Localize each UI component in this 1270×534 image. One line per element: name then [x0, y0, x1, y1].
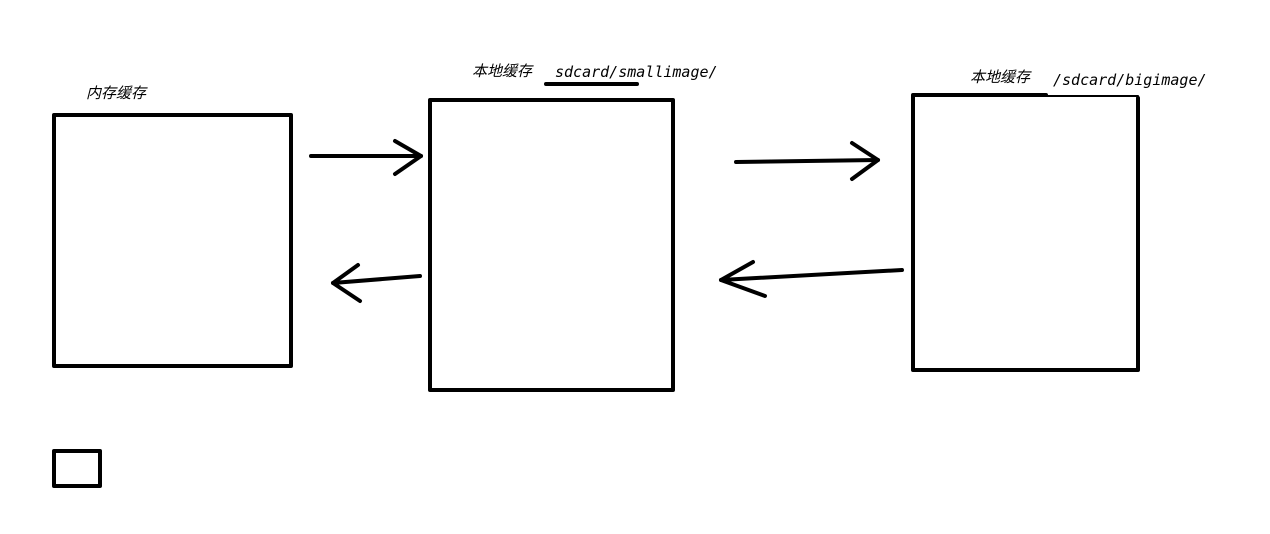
arrow-memory-to-small	[309, 139, 423, 176]
local-cache-small-label: 本地缓存	[472, 62, 533, 80]
arrow-small-to-memory	[331, 263, 422, 303]
big-image-cache-box	[911, 93, 1140, 372]
big-path-label: /sdcard/bigimage/	[1053, 71, 1207, 89]
memory-cache-box	[52, 113, 293, 368]
local-cache-big-label: 本地缓存	[970, 68, 1031, 86]
arrow-big-to-small	[719, 260, 904, 298]
arrow-small-to-big	[734, 141, 880, 181]
small-path-label: sdcard/smallimage/	[555, 63, 718, 81]
small-image-cache-box	[428, 98, 675, 392]
small-legend-box	[52, 449, 102, 488]
memory-cache-label: 内存缓存	[86, 84, 147, 102]
